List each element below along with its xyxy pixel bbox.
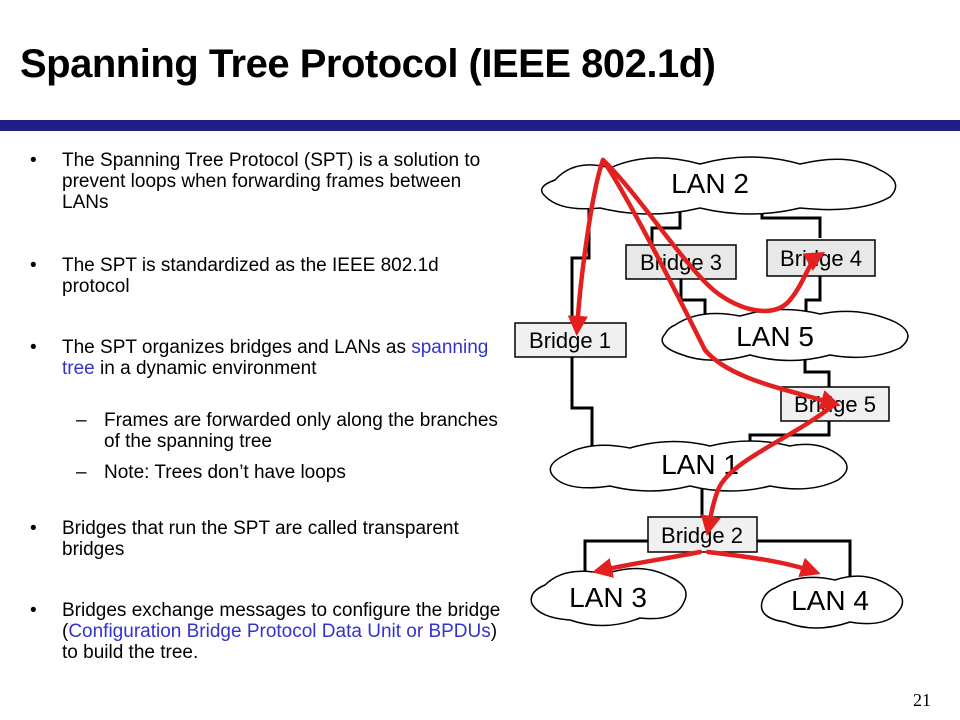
- lan2-label: LAN 2: [671, 168, 749, 199]
- highlight-term: spanning tree: [62, 337, 489, 379]
- text-part: Bridges exchange messages to configure t…: [62, 600, 501, 642]
- bullet-text: Bridges exchange messages to configure t…: [62, 600, 502, 663]
- lan4-label: LAN 4: [791, 585, 869, 616]
- text-part: The SPT organizes bridges and LANs as: [62, 337, 412, 358]
- bullet-marker: •: [30, 518, 37, 539]
- path-bridge2-to-lan4: [705, 549, 821, 577]
- sub-bullet-text: Frames are forwarded only along the bran…: [104, 410, 498, 452]
- link-bridge1-lan1: [570, 354, 594, 455]
- sub-bullet-marker: –: [76, 462, 87, 483]
- path-root-to-bridge1: [567, 157, 606, 337]
- link-bridge5-lan5: [803, 352, 831, 387]
- bullet-marker: •: [30, 600, 37, 621]
- path-bridge2-to-lan3: [592, 549, 703, 578]
- bridge3-box: [625, 244, 737, 280]
- link-bridge3-lan2: [650, 207, 682, 245]
- bridge1-label: Bridge 1: [529, 328, 611, 353]
- text-part: ) to build the tree.: [62, 621, 498, 663]
- bullet-marker: •: [30, 255, 37, 276]
- sub-bullet-marker: –: [76, 410, 87, 431]
- lan3-label: LAN 3: [569, 582, 647, 613]
- link-bridge3-lan5: [679, 279, 707, 318]
- bullet-text: Bridges that run the SPT are called tran…: [62, 518, 459, 560]
- path-root-to-bridge4: [600, 157, 826, 314]
- lan1-cloud: [549, 440, 848, 492]
- bullet-text: The SPT organizes bridges and LANs as sp…: [62, 337, 502, 379]
- bullet-text: The SPT is standardized as the IEEE 802.…: [62, 255, 439, 297]
- lan2-cloud: [540, 156, 897, 215]
- spanning-tree-diagram: LAN 2 LAN 5 LAN 1 LAN 3 LAN 4 Bridge 1 B…: [514, 156, 909, 629]
- page-number: 21: [913, 690, 931, 710]
- bridge2-label: Bridge 2: [661, 523, 743, 548]
- lan5-label: LAN 5: [736, 321, 814, 352]
- sub-bullet-text: Note: Trees don’t have loops: [104, 462, 346, 483]
- bullet-marker: •: [30, 337, 37, 358]
- bullet-text: The Spanning Tree Protocol (SPT) is a so…: [62, 150, 481, 213]
- bridge4-label: Bridge 4: [780, 246, 862, 271]
- title-divider: [0, 120, 960, 131]
- slide-title: Spanning Tree Protocol (IEEE 802.1d): [20, 42, 716, 86]
- text-part: in a dynamic environment: [94, 358, 317, 379]
- link-bridge2-lan4: [757, 539, 852, 585]
- highlight-term: Configuration Bridge Protocol Data Unit …: [68, 621, 491, 642]
- link-bridge2-lan3: [583, 539, 650, 582]
- path-bridge5-to-bridge2: [700, 401, 838, 536]
- link-bridge4-lan5: [804, 275, 822, 318]
- bullet-marker: •: [30, 150, 37, 171]
- lan4-cloud: [760, 575, 904, 629]
- path-root-to-bridge5: [600, 157, 841, 410]
